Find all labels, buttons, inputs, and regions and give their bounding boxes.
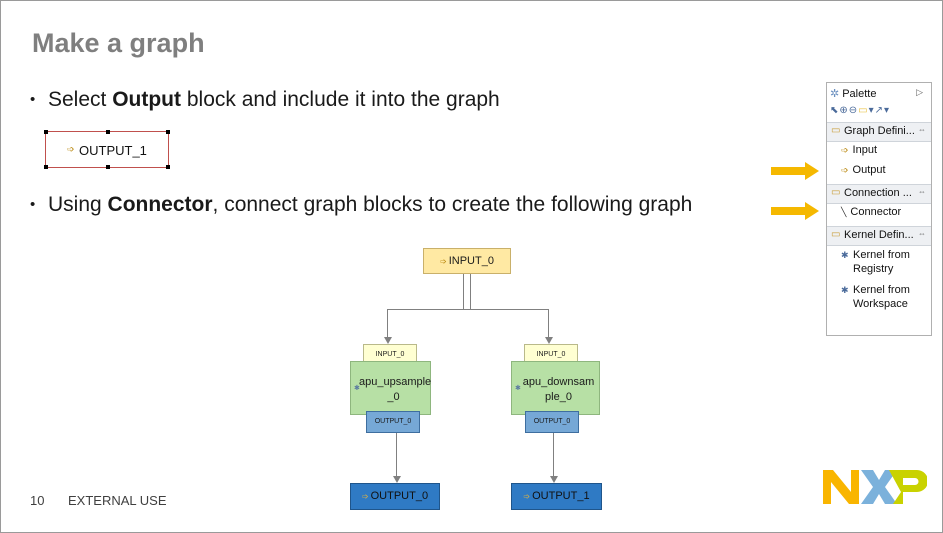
connector-line xyxy=(387,309,388,338)
folder-icon: ▭ xyxy=(831,187,841,198)
pointer-arrow-connector xyxy=(771,202,819,220)
folder-icon: ▭ xyxy=(831,229,841,240)
dropdown-icon[interactable]: ▾ xyxy=(884,105,891,116)
palette-section-connection[interactable]: ▭ Connection ... ⇔ xyxy=(827,184,931,204)
kernel-icon: ✱ xyxy=(841,250,849,260)
connector-line xyxy=(463,274,464,309)
input-arrow-icon: ➩ xyxy=(841,145,849,155)
connector-line xyxy=(387,309,549,310)
palette-item-input[interactable]: ➩Input xyxy=(841,144,878,156)
palette-icon: ✲ xyxy=(830,88,840,100)
connector-line xyxy=(470,274,471,309)
palette-item-connector[interactable]: ╲Connector xyxy=(841,206,902,218)
nxp-logo xyxy=(823,470,927,504)
kernel-icon: ✱ xyxy=(354,385,360,392)
kernel-output-port[interactable]: OUTPUT_0 xyxy=(525,411,579,433)
kernel-name: apu_upsample _0 xyxy=(359,376,432,403)
kernel-node-downsample[interactable]: ✱ apu_downsam ple_0 xyxy=(511,361,600,415)
graph-output-node-1[interactable]: ➩OUTPUT_1 xyxy=(511,483,602,510)
resize-handle[interactable] xyxy=(106,165,110,169)
palette-toolbar: ⬉⊕⊖▭▾↗▾ xyxy=(830,105,924,118)
palette-item-kernel-registry[interactable]: ✱Kernel from Registry xyxy=(841,249,910,275)
selected-output-block[interactable]: ➩ OUTPUT_1 xyxy=(44,130,170,169)
palette-section-graph[interactable]: ▭ Graph Defini... ⇔ xyxy=(827,122,931,142)
arrow-head xyxy=(384,337,392,344)
palette-section-kernel[interactable]: ▭ Kernel Defin... ⇔ xyxy=(827,226,931,246)
page-number: 10 xyxy=(30,493,45,508)
collapse-arrow-icon[interactable]: ▷ xyxy=(916,87,923,97)
kernel-node-upsample[interactable]: ✱ apu_upsample _0 xyxy=(350,361,431,415)
input-arrow-icon: ➩ xyxy=(440,257,447,266)
palette-item-output[interactable]: ➩Output xyxy=(841,164,886,176)
kernel-name: apu_downsam ple_0 xyxy=(522,376,595,403)
output-arrow-icon: ➩ xyxy=(841,165,849,175)
select-tool-icon[interactable]: ⬉ xyxy=(830,105,840,116)
connector-line xyxy=(553,433,554,477)
output-arrow-icon: ➩ xyxy=(67,144,75,154)
export-icon[interactable]: ↗ xyxy=(874,105,885,116)
arrow-head xyxy=(393,476,401,483)
connector-line xyxy=(396,433,397,477)
resize-handle[interactable] xyxy=(166,130,170,134)
bullet-dot: • xyxy=(30,91,36,108)
folder-icon: ▭ xyxy=(831,125,841,136)
resize-handle[interactable] xyxy=(44,130,48,134)
palette-item-kernel-workspace[interactable]: ✱Kernel from Workspace xyxy=(841,284,910,310)
bullet-dot: • xyxy=(30,196,36,213)
arrow-head xyxy=(545,337,553,344)
footer-label: EXTERNAL USE xyxy=(68,493,167,508)
chevron-icon: ⇔ xyxy=(918,125,926,134)
graph-input-node[interactable]: ➩INPUT_0 xyxy=(423,248,511,274)
resize-handle[interactable] xyxy=(44,165,48,169)
connector-line xyxy=(548,309,549,338)
bullet-using-connector: •Using Connector, connect graph blocks t… xyxy=(30,193,693,216)
kernel-output-port[interactable]: OUTPUT_0 xyxy=(366,411,420,433)
chevron-icon: ⇔ xyxy=(918,187,926,196)
arrow-head xyxy=(550,476,558,483)
slide-title: Make a graph xyxy=(32,28,205,58)
resize-handle[interactable] xyxy=(166,165,170,169)
graph-output-node-0[interactable]: ➩OUTPUT_0 xyxy=(350,483,440,510)
dropdown-icon[interactable]: ▾ xyxy=(868,105,875,116)
output-arrow-icon: ➩ xyxy=(523,492,531,501)
palette-header: ✲Palette xyxy=(830,88,877,100)
zoom-in-icon[interactable]: ⊕ xyxy=(839,105,849,116)
output-arrow-icon: ➩ xyxy=(361,492,369,501)
kernel-icon: ✱ xyxy=(841,285,849,295)
resize-handle[interactable] xyxy=(106,130,110,134)
connector-line-icon: ╲ xyxy=(841,207,847,217)
zoom-out-icon[interactable]: ⊖ xyxy=(848,105,859,116)
note-icon[interactable]: ▭ xyxy=(858,105,869,116)
palette-panel: ✲Palette ▷ ⬉⊕⊖▭▾↗▾ ▭ Graph Defini... ⇔ ➩… xyxy=(826,82,932,336)
kernel-icon: ✱ xyxy=(515,385,521,392)
bullet-select-output: •Select Output block and include it into… xyxy=(30,88,500,111)
chevron-icon: ⇔ xyxy=(918,229,926,238)
pointer-arrow-output xyxy=(771,162,819,180)
